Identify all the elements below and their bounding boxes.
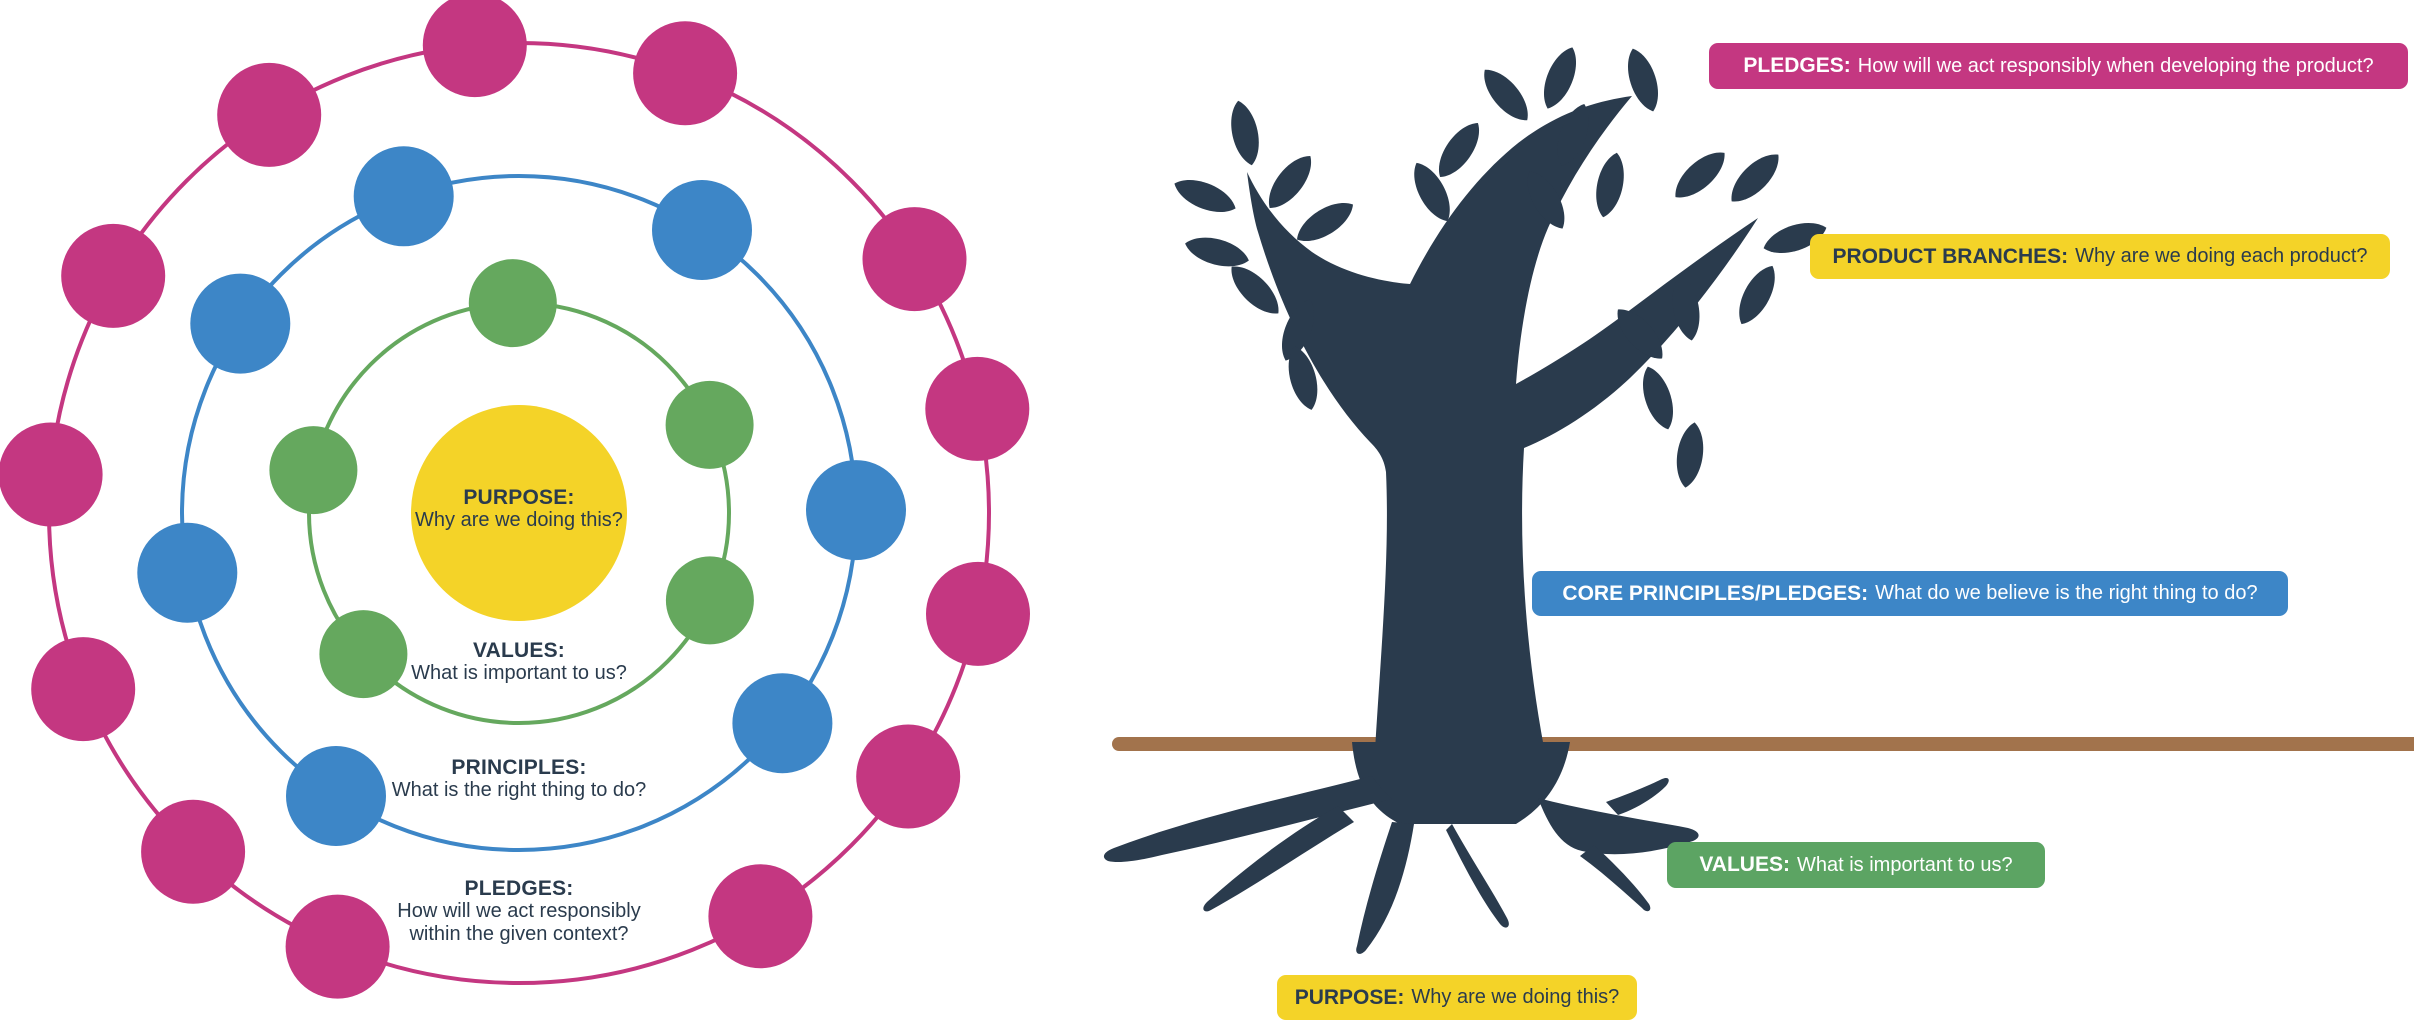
- ground-line: [1112, 737, 2414, 751]
- values-dot: [665, 380, 754, 469]
- values-tree-label: VALUES: What is important to us?: [1667, 842, 2045, 888]
- pledges-dot: [856, 724, 961, 829]
- tree-root-left-fork: [1203, 806, 1354, 912]
- values-dot: [665, 556, 754, 645]
- pledges-dot: [217, 62, 322, 167]
- pledges-question: How will we act responsibly within the g…: [397, 900, 641, 945]
- purpose-tree-label: PURPOSE: Why are we doing this?: [1277, 975, 1637, 1020]
- principles-dot: [806, 460, 906, 561]
- pledges-title: PLEDGES:: [464, 877, 574, 900]
- values-tree-question: What is important to us?: [1796, 853, 2013, 876]
- purpose-center-label: PURPOSE: Why are we doing this?: [379, 486, 659, 532]
- purpose-question: Why are we doing this?: [415, 509, 623, 531]
- core-principles-tree-label: CORE PRINCIPLES/PLEDGES: What do we beli…: [1532, 571, 2288, 616]
- tree-root-right-barb: [1606, 777, 1669, 815]
- rings-layer: [0, 0, 1030, 999]
- pledges-dot: [633, 21, 738, 126]
- values-question: What is important to us?: [411, 662, 627, 684]
- core-principles-question: What do we believe is the right thing to…: [1875, 582, 2258, 604]
- product-branches-tree-label: PRODUCT BRANCHES: Why are we doing each …: [1810, 234, 2390, 279]
- values-dot: [319, 610, 408, 699]
- pledges-dot: [926, 561, 1030, 666]
- pledges-tree-label: PLEDGES: How will we act responsibly whe…: [1709, 43, 2408, 89]
- principles-dot: [353, 146, 454, 247]
- values-dot: [269, 426, 358, 515]
- product-branches-question: Why are we doing each product?: [2075, 245, 2368, 267]
- values-title: VALUES:: [472, 639, 565, 662]
- pledges-dot: [0, 422, 103, 527]
- principles-dot: [190, 273, 291, 374]
- purpose-tree-title: PURPOSE:: [1294, 985, 1405, 1009]
- core-principles-title: CORE PRINCIPLES/PLEDGES:: [1562, 581, 1869, 605]
- pledges-dot: [422, 0, 527, 98]
- principles-dot: [286, 746, 386, 846]
- tree-root-center-right: [1446, 824, 1509, 928]
- tree-root-left: [1103, 776, 1392, 863]
- tree-root-center: [1356, 822, 1414, 954]
- principles-dot: [652, 180, 752, 280]
- purpose-title: PURPOSE:: [463, 486, 575, 509]
- principles-dot: [732, 673, 833, 774]
- pledges-dot: [61, 223, 166, 328]
- pledges-tree-question: How will we act responsibly when develop…: [1857, 54, 2374, 77]
- purpose-center-circle: [411, 405, 627, 621]
- pledges-dot: [31, 637, 136, 742]
- pledges-dot: [141, 799, 246, 904]
- product-branches-title: PRODUCT BRANCHES:: [1832, 244, 2069, 268]
- values-tree-title: VALUES:: [1699, 853, 1790, 876]
- pledges-dot: [862, 207, 967, 312]
- pledges-dot: [708, 864, 813, 969]
- tree-root-flare: [1352, 742, 1570, 824]
- values-ring-label: VALUES: What is important to us?: [369, 639, 669, 685]
- pledges-tree-title: PLEDGES:: [1743, 54, 1851, 77]
- values-dot: [468, 259, 557, 348]
- purpose-tree-question: Why are we doing this?: [1411, 986, 1620, 1008]
- tree-illustration: [1103, 42, 1831, 954]
- tree-trunk: [1247, 96, 1758, 768]
- pledges-ring-label: PLEDGES: How will we act responsibly wit…: [384, 877, 654, 946]
- principles-dot: [137, 522, 238, 623]
- pledges-dot: [285, 894, 390, 999]
- pledges-dot: [925, 356, 1030, 461]
- tree-root-right: [1538, 798, 1699, 855]
- principles-title: PRINCIPLES:: [451, 756, 587, 779]
- principles-ring-label: PRINCIPLES: What is the right thing to d…: [369, 756, 669, 802]
- tree-root-right-down: [1580, 845, 1651, 912]
- principles-question: What is the right thing to do?: [391, 779, 647, 801]
